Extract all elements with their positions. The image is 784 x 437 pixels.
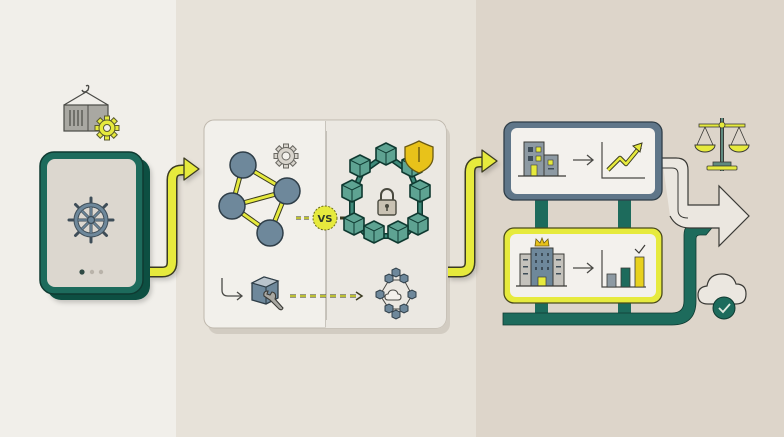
gear-icon <box>94 115 120 141</box>
big-arrow-right-icon <box>662 157 750 248</box>
dashed-arrow-icon <box>290 291 364 301</box>
arrow-right-icon <box>573 154 595 166</box>
vs-badge: VS <box>296 205 348 231</box>
arrow-right-icon <box>573 262 595 274</box>
growth-chart-icon <box>601 142 645 179</box>
cloud-check-icon <box>697 273 747 320</box>
office-building-icon <box>518 141 566 177</box>
pager-dot-active <box>79 269 85 275</box>
outcome-connectors <box>502 198 717 326</box>
vs-label: VS <box>318 214 333 225</box>
shield-icon <box>404 140 434 174</box>
flow-arrow-2 <box>448 149 498 278</box>
pager-dot <box>98 269 104 275</box>
bar-chart-check-icon <box>601 244 646 288</box>
padlock-icon <box>377 188 397 216</box>
ship-wheel-icon <box>67 196 115 244</box>
return-arrow-icon <box>221 278 244 301</box>
node-graph-icon <box>218 151 301 247</box>
crowned-building-icon <box>516 236 567 287</box>
cloud-cube-network-icon <box>375 267 417 320</box>
pager-dot <box>89 269 95 275</box>
gear-icon <box>273 143 299 169</box>
pager-dots <box>79 269 104 275</box>
cube-wrench-icon <box>250 276 284 311</box>
balance-scale-icon <box>694 118 750 171</box>
flow-arrow-1 <box>150 157 200 278</box>
